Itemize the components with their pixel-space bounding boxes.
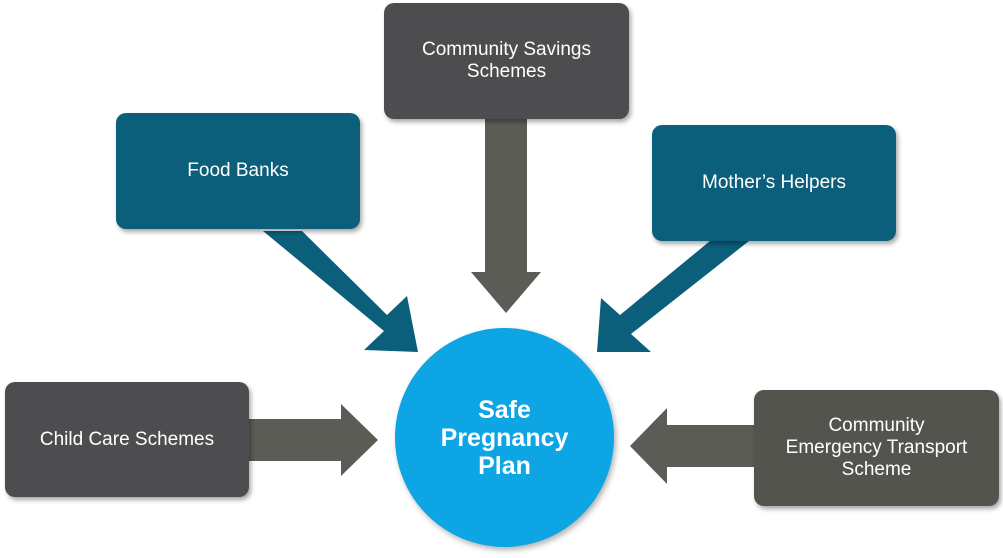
center-safe-pregnancy-plan: Safe Pregnancy Plan (395, 328, 614, 547)
node-mothers-helpers: Mother’s Helpers (652, 125, 896, 241)
arrow-mothers-helpers (597, 241, 749, 352)
node-emergency-transport: Community Emergency Transport Scheme (754, 390, 999, 506)
arrow-child-care (248, 404, 378, 476)
arrow-emergency-transport (630, 408, 755, 484)
node-child-care: Child Care Schemes (5, 382, 249, 497)
arrow-food-banks (263, 231, 418, 352)
node-food-banks: Food Banks (116, 113, 360, 229)
arrow-community-savings (471, 118, 541, 313)
node-community-savings: Community Savings Schemes (384, 3, 629, 119)
